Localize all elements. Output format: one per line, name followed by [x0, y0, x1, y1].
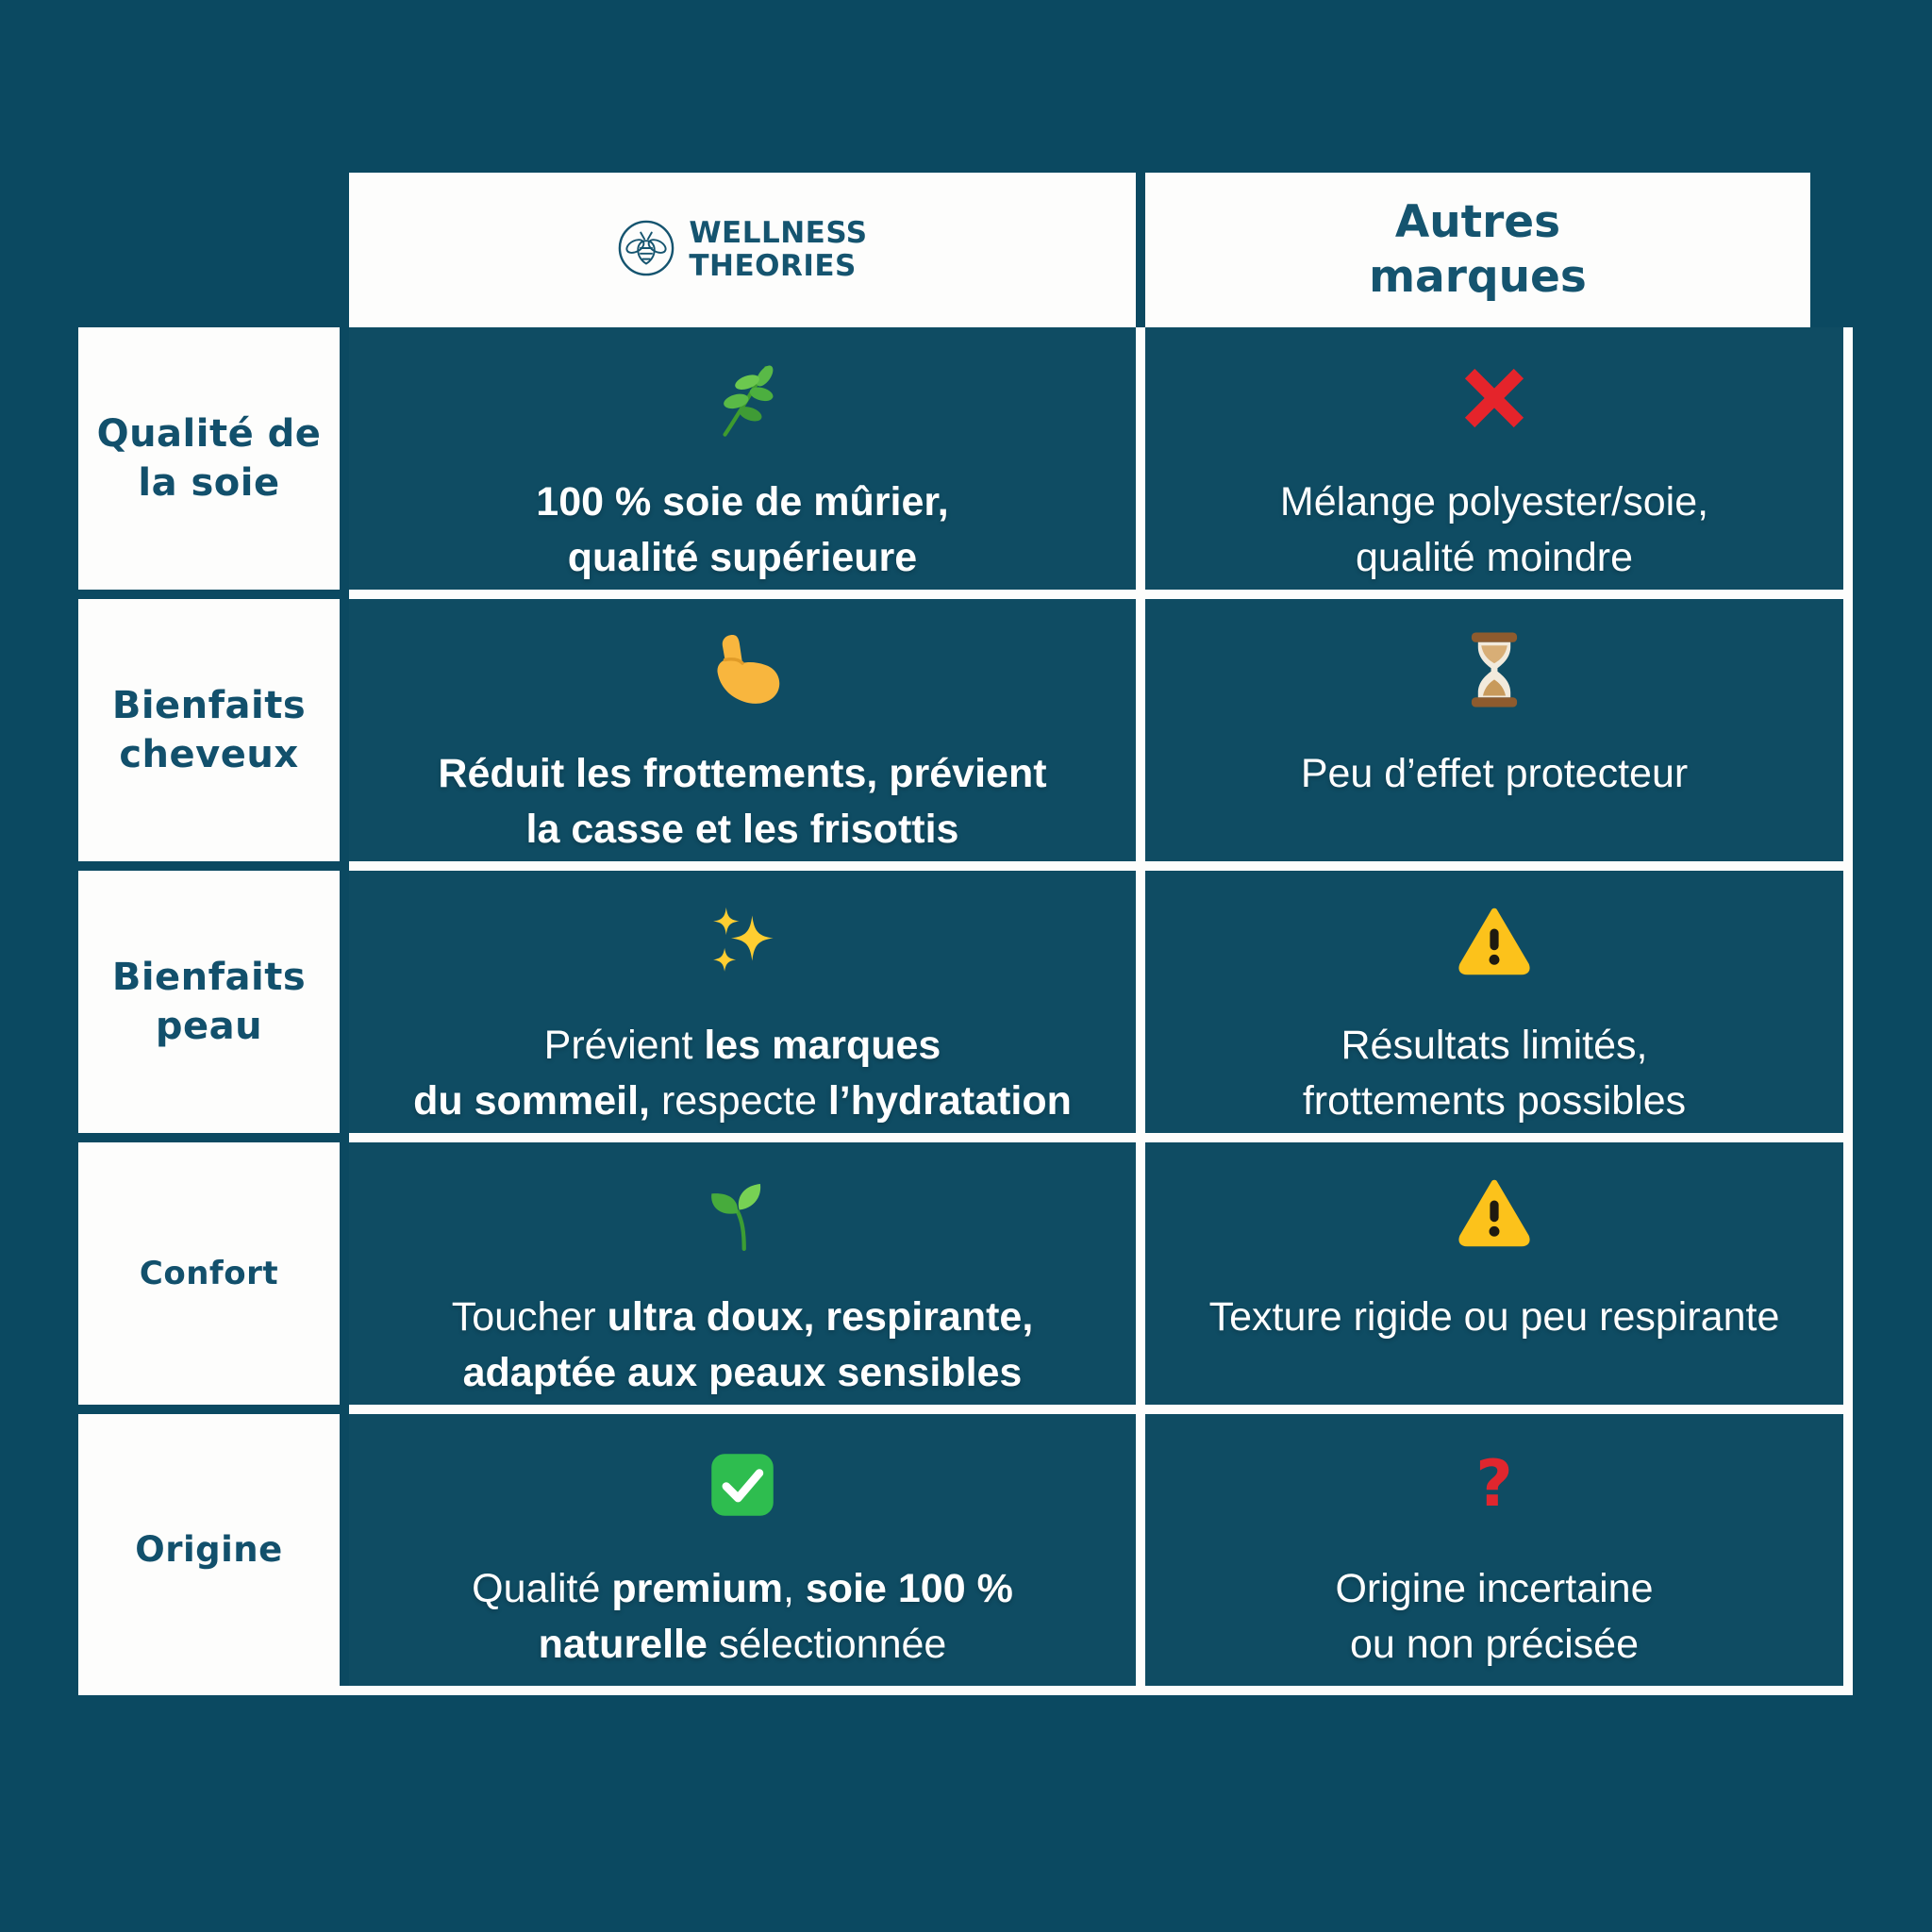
row-label: Origine — [78, 1414, 340, 1686]
cell-text: Toucher ultra doux, respirante,adaptée a… — [451, 1294, 1034, 1395]
red-question-mark-icon: ? — [1459, 1442, 1529, 1527]
column-gap — [340, 1142, 349, 1414]
brand-cell: 100 % soie de mûrier,qualité supérieure — [349, 327, 1136, 599]
brand-cell: Qualité premium, soie 100 %naturelle sél… — [349, 1414, 1136, 1686]
brand-name-line2: THEORIES — [689, 249, 857, 283]
cell-text: Qualité premium, soie 100 %naturelle sél… — [472, 1566, 1013, 1667]
comparison-table: WELLNESS THEORIES Autres marques Qualité… — [78, 173, 1853, 1695]
column-gap — [1136, 173, 1145, 327]
others-cell: Résultats limités,frottements possibles — [1136, 871, 1853, 1142]
header-brand-cell: WELLNESS THEORIES — [349, 173, 1136, 327]
others-header-line1: Autres — [1394, 195, 1561, 248]
brand-name: WELLNESS THEORIES — [689, 217, 867, 282]
others-header-line2: marques — [1369, 251, 1587, 303]
check-mark-icon — [706, 1442, 779, 1527]
cell-text: Texture rigide ou peu respirante — [1208, 1294, 1780, 1340]
others-cell: Texture rigide ou peu respirante — [1136, 1142, 1853, 1414]
hourglass-icon — [1454, 627, 1535, 712]
header-label-spacer — [78, 173, 340, 327]
column-gap — [340, 1414, 349, 1686]
header-others-cell: Autres marques — [1145, 173, 1810, 327]
bee-icon — [617, 219, 675, 282]
row-label-cell: Confort — [78, 1142, 340, 1414]
cell-text: Mélange polyester/soie,qualité moindre — [1279, 479, 1709, 580]
wellness-theories-logo: WELLNESS THEORIES — [617, 217, 867, 282]
row-label: Confort — [78, 1142, 340, 1405]
table-header-row: WELLNESS THEORIES Autres marques — [78, 173, 1853, 327]
svg-text:?: ? — [1475, 1450, 1513, 1520]
herb-icon — [703, 356, 782, 441]
row-label-cell: Origine — [78, 1414, 340, 1686]
brand-cell: Toucher ultra doux, respirante,adaptée a… — [349, 1142, 1136, 1414]
table-bottom-border — [78, 1686, 1853, 1695]
column-gap — [340, 327, 349, 599]
others-cell: Mélange polyester/soie,qualité moindre — [1136, 327, 1853, 599]
column-gap — [340, 599, 349, 871]
brand-name-line1: WELLNESS — [689, 216, 868, 251]
column-gap — [340, 871, 349, 1142]
column-gap — [340, 173, 349, 327]
cell-text: Résultats limités,frottements possibles — [1302, 1023, 1687, 1124]
warning-icon — [1455, 899, 1534, 984]
cell-text: Peu d’effet protecteur — [1300, 751, 1689, 796]
flexed-biceps-icon — [701, 627, 784, 712]
cross-mark-icon — [1459, 356, 1529, 441]
others-cell: Peu d’effet protecteur — [1136, 599, 1853, 871]
seedling-icon — [702, 1171, 783, 1256]
cell-text: 100 % soie de mûrier,qualité supérieure — [536, 479, 949, 580]
sparkles-icon — [702, 899, 783, 984]
warning-icon — [1455, 1171, 1534, 1256]
